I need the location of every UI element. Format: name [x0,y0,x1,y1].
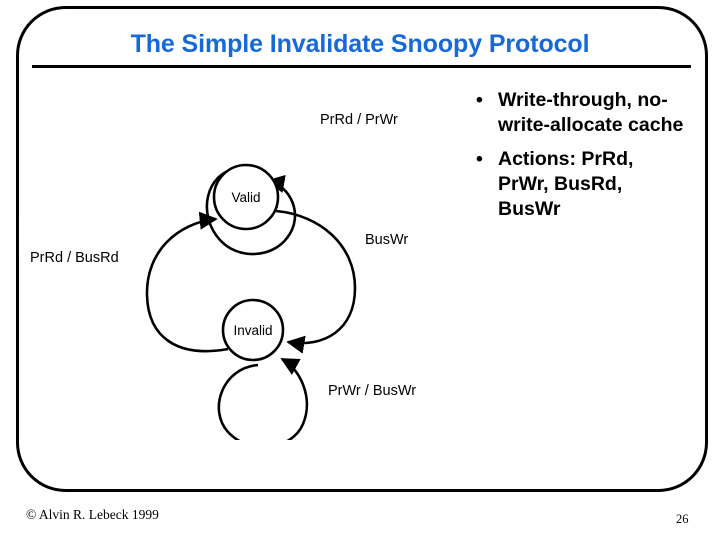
transition-label-valid-to-invalid: BusWr [365,232,409,248]
transition-invalid-to-valid-arrow [145,211,229,353]
transition-label-invalid-to-valid: PrRd / BusRd [30,250,119,266]
list-item: • Write-through, no-write-allocate cache [470,88,685,138]
transition-label-invalid-self: PrWr / BusWr [328,383,417,399]
state-diagram-graphic: Valid Invalid [145,163,357,440]
state-node-invalid [221,298,285,362]
transition-invalid-self-arrow [217,357,309,440]
transition-valid-to-invalid-arrow [275,209,357,354]
state-label-invalid: Invalid [233,323,272,338]
state-diagram: Valid Invalid PrRd / PrWr BusWr PrRd / B… [0,80,460,440]
transition-label-valid-self: PrRd / PrWr [320,112,398,128]
list-item: • Actions: PrRd, PrWr, BusRd, BusWr [470,147,685,222]
state-label-valid: Valid [231,190,260,205]
bullet-marker-icon: • [476,148,483,170]
transition-valid-self-arrow [205,166,297,256]
bullet-marker-icon: • [476,89,483,111]
footer-copyright: © Alvin R. Lebeck 1999 [26,507,159,522]
bullet-list: • Write-through, no-write-allocate cache… [470,88,685,231]
page-number: 26 [676,512,689,526]
bullet-text: Write-through, no-write-allocate cache [498,89,684,136]
bullet-text: Actions: PrRd, PrWr, BusRd, BusWr [498,148,634,220]
state-node-valid [212,163,280,231]
page-title: The Simple Invalidate Snoopy Protocol [130,30,590,58]
